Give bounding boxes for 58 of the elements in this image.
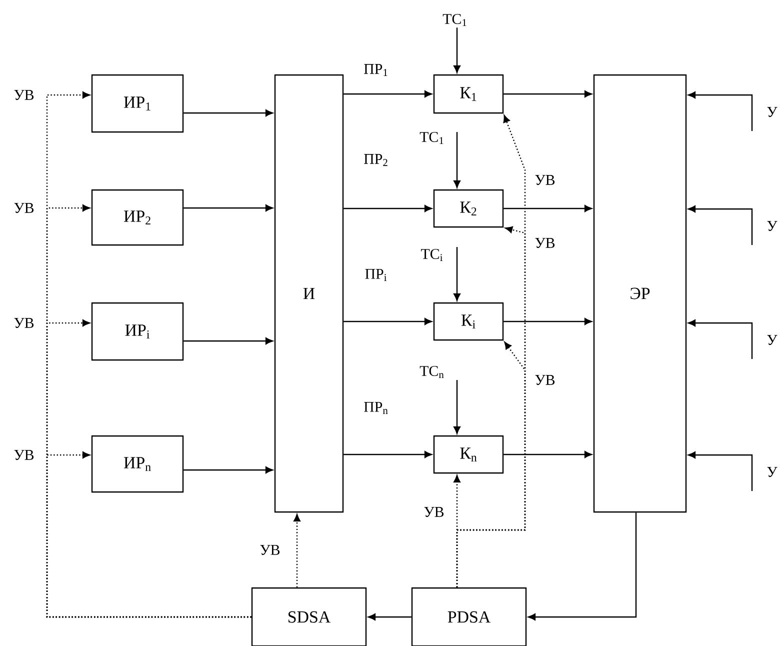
edge-label: ПР$_{1}$ — [362, 63, 390, 77]
arrow — [454, 132, 460, 188]
arrow — [344, 205, 432, 212]
edge-label: УВ — [258, 544, 282, 556]
arrow — [46, 452, 252, 618]
edge-label: УВ — [534, 174, 556, 186]
process-box: PDSA — [411, 587, 527, 646]
edge-label: ПР$_{n}$ — [362, 401, 390, 415]
edge-label: УВ — [12, 89, 36, 101]
arrow — [344, 451, 432, 458]
arrow — [504, 205, 592, 212]
arrow — [504, 318, 592, 325]
arrow — [184, 204, 273, 212]
process-box: И — [274, 74, 344, 513]
signal-label: ТС$_{1}$ — [442, 14, 466, 26]
process-box: ЭР — [593, 74, 687, 513]
process-box: К$_{i}$ — [433, 302, 504, 341]
edge-label: У — [766, 466, 778, 478]
arrow — [454, 380, 460, 434]
process-box: SDSA — [251, 587, 367, 646]
process-box: ИР$_{1}$ — [91, 74, 184, 133]
arrow — [688, 452, 753, 491]
arrow — [184, 466, 273, 474]
signal-label: ТС$_{1}$ — [420, 132, 444, 144]
process-box: К$_{1}$ — [433, 74, 504, 114]
arrow — [344, 90, 432, 98]
arrow — [504, 451, 592, 458]
edge-label: У — [766, 334, 778, 346]
process-box: К$_{2}$ — [433, 189, 504, 228]
process-box: ИР$_{2}$ — [91, 189, 184, 246]
arrow — [454, 247, 460, 301]
arrow — [504, 90, 592, 98]
arrow — [688, 320, 753, 359]
edge-label: ПР$_{2}$ — [362, 153, 390, 167]
arrow — [454, 28, 460, 73]
arrow — [184, 110, 273, 116]
arrow — [184, 338, 273, 344]
process-box: К$_{n}$ — [433, 435, 504, 474]
edge-label: УВ — [422, 506, 446, 518]
arrow — [294, 514, 300, 588]
process-box: ИР$_{n}$ — [91, 435, 184, 493]
arrow — [528, 512, 637, 620]
edge-label: ПР$_{i}$ — [364, 268, 388, 282]
edge-label: УВ — [534, 237, 556, 249]
arrow — [456, 342, 526, 588]
process-box: ИР$_{i}$ — [91, 302, 184, 361]
edge-label: У — [766, 220, 778, 232]
arrow — [344, 318, 432, 325]
arrow — [688, 92, 753, 131]
edge-label: У — [766, 106, 778, 118]
edge-label: УВ — [12, 449, 36, 461]
arrow — [688, 206, 753, 245]
edge-label: УВ — [12, 317, 36, 329]
signal-label: ТС$_{n}$ — [420, 366, 444, 378]
edge-label: УВ — [534, 374, 556, 386]
arrow — [368, 614, 412, 620]
signal-label: ТС$_{i}$ — [421, 248, 443, 262]
edge-label: УВ — [12, 202, 36, 214]
